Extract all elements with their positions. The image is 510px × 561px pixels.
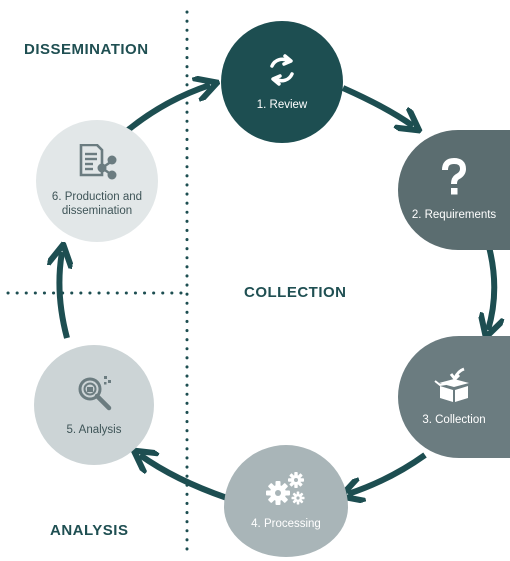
arrow-analysis-to-production — [59, 252, 67, 339]
step-analysis-label: 5. Analysis — [66, 424, 122, 436]
question-mark-icon — [442, 158, 467, 195]
step-collection-label: 3. Collection — [422, 414, 486, 426]
section-label-dissemination: DISSEMINATION — [24, 41, 149, 58]
step-review: 1. Review — [221, 21, 343, 143]
arrow-collection-to-processing — [348, 452, 427, 494]
step-collection: 3. Collection — [398, 336, 510, 458]
step-production-dissemination: 6. Production and dissemination — [36, 120, 158, 242]
document-share-icon — [79, 144, 117, 180]
step-analysis: 5. Analysis — [34, 345, 154, 465]
box-inbound-icon — [434, 367, 469, 402]
section-label-analysis: ANALYSIS — [50, 522, 129, 539]
arrow-production-to-review — [126, 85, 210, 133]
refresh-cycle-icon — [270, 54, 294, 86]
arrow-review-to-requirements — [341, 85, 413, 126]
step-processing: 4. Processing — [224, 445, 348, 557]
step-requirements-label: 2. Requirements — [411, 209, 497, 221]
arrow-requirements-to-collection — [488, 246, 494, 330]
step-requirements: 2. Requirements — [398, 130, 510, 250]
step-processing-label: 4. Processing — [251, 518, 321, 530]
section-label-collection: COLLECTION — [244, 284, 347, 301]
step-review-label: 1. Review — [256, 99, 308, 111]
step-production-dissemination-label: 6. Production and dissemination — [51, 191, 143, 217]
arrow-processing-to-analysis — [140, 455, 228, 501]
gears-icon — [266, 472, 305, 505]
magnifier-icon — [78, 376, 112, 411]
